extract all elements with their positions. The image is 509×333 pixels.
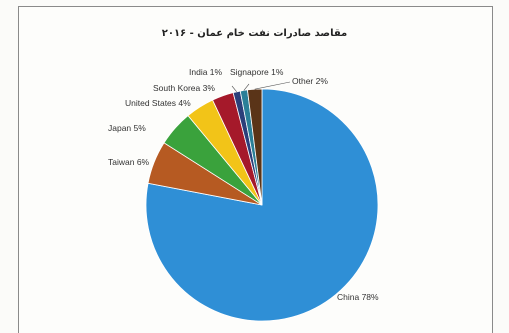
slice-label-china: China 78% [337,292,379,302]
slice-label-india: India 1% [189,67,223,77]
slice-label-taiwan: Taiwan 6% [108,157,150,167]
slice-label-signapore: Signapore 1% [230,67,284,77]
slice-label-south-korea: South Korea 3% [153,83,215,93]
pie-slice-other [247,88,263,206]
leader-line-india [231,85,237,92]
slice-label-united-states: United States 4% [125,98,191,108]
slice-label-other: Other 2% [292,76,328,86]
slice-labels: China 78% Taiwan 6% Japan 5% United States … [108,67,379,302]
chart-title: مقاصد صادرات نفت خام عمان - ۲۰۱۶ [161,28,348,39]
slice-label-japan: Japan 5% [108,123,146,133]
leader-lines [231,81,291,92]
leader-line-signapore [243,83,250,91]
pie-slices [145,88,379,322]
leader-line-other [254,81,291,90]
